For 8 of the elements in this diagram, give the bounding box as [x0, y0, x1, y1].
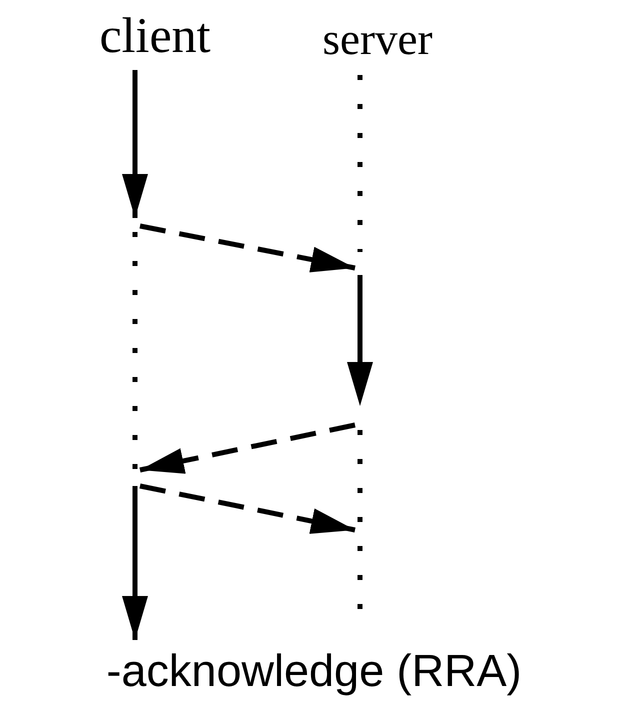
dashed-arrow [140, 224, 356, 272]
lifeline-label: client [80, 0, 230, 70]
arrow [122, 70, 148, 218]
caption-text: -acknowledge (RRA) [0, 640, 628, 702]
arrow [122, 486, 148, 640]
dashed-arrow [140, 484, 356, 534]
lifeline-label: server [290, 8, 465, 70]
dashed-arrow [139, 422, 356, 474]
